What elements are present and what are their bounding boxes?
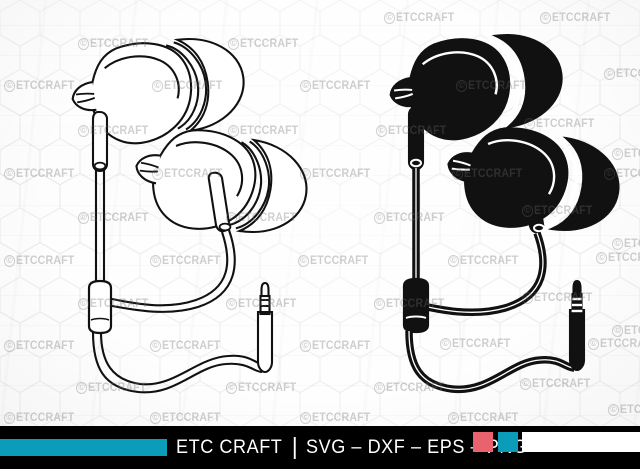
footer-separator	[293, 436, 296, 459]
earbuds-silhouette-variant	[382, 23, 628, 394]
cable-solid	[412, 168, 547, 317]
right-earbud-stem-outline	[207, 171, 232, 233]
left-earbud-stem-solid	[407, 106, 425, 171]
cable-splitter-solid	[402, 277, 430, 334]
left-earbud-stem-outline	[91, 110, 109, 173]
earbuds-outline-variant	[65, 28, 315, 394]
cable-outline	[94, 170, 236, 313]
main-cable-solid	[405, 330, 575, 394]
main-cable-outline	[91, 331, 263, 394]
footer-text-group: ETC CRAFT SVG – DXF – EPS – PNG	[176, 426, 528, 469]
red-swatch	[473, 432, 493, 452]
audio-jack-outline	[256, 281, 274, 374]
cable-splitter-outline	[87, 279, 113, 335]
audio-jack-solid	[568, 279, 586, 372]
white-swatch	[522, 432, 640, 452]
brand-label: ETC CRAFT	[176, 436, 283, 458]
earbuds-artwork	[65, 23, 628, 394]
right-earbud-stem-solid	[521, 170, 545, 234]
footer-teal-bar	[0, 439, 167, 456]
file-formats-label: SVG – DXF – EPS – PNG	[305, 436, 528, 458]
teal-swatch	[498, 432, 518, 452]
